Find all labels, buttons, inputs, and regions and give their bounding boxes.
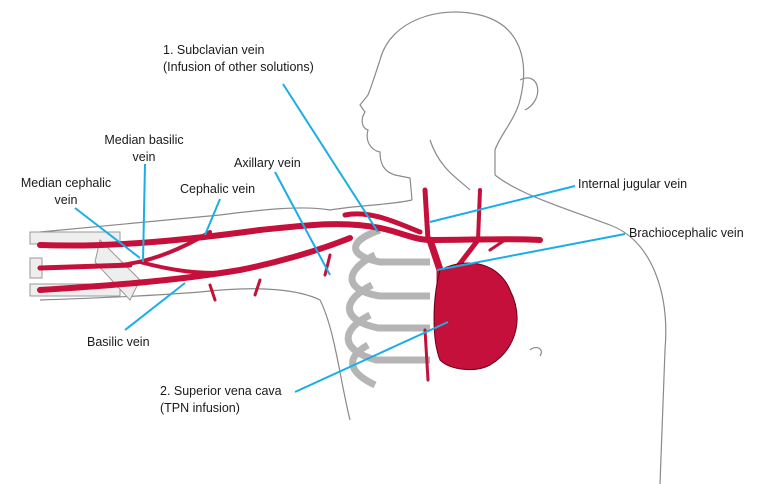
leader-svc xyxy=(294,321,449,393)
label-text: Cephalic vein xyxy=(180,182,256,196)
leader-lines xyxy=(74,83,626,393)
heart xyxy=(433,262,518,371)
label-text: (TPN infusion) xyxy=(160,401,240,415)
label-text: Brachiocephalic vein xyxy=(629,226,744,240)
label-text: Internal jugular vein xyxy=(578,177,688,191)
label-internal-jugular: Internal jugular vein xyxy=(578,176,687,193)
label-text: Basilic vein xyxy=(87,335,150,349)
label-median-basilic: Median basilic vein xyxy=(98,132,190,166)
leader-brachiocephalic xyxy=(436,233,626,271)
label-text: 2. Superior vena cava xyxy=(160,384,282,398)
label-brachiocephalic: Brachiocephalic vein xyxy=(629,225,744,242)
label-subclavian: 1. Subclavian vein (Infusion of other so… xyxy=(163,42,314,76)
leader-basilic xyxy=(124,282,186,331)
label-basilic: Basilic vein xyxy=(87,334,150,351)
body-outline xyxy=(39,11,667,484)
label-text: Axillary vein xyxy=(234,156,301,170)
leader-subclavian xyxy=(282,83,379,233)
label-cephalic: Cephalic vein xyxy=(180,181,255,198)
label-text: (Infusion of other solutions) xyxy=(163,60,314,74)
leader-internal-jugular xyxy=(429,185,576,223)
label-text: Median basilic xyxy=(104,133,184,147)
veins xyxy=(37,187,543,382)
leader-cephalic xyxy=(204,198,221,236)
leader-median-basilic xyxy=(142,163,146,263)
label-axillary: Axillary vein xyxy=(234,155,301,172)
label-text: Median cephalic xyxy=(20,176,112,190)
label-text: vein xyxy=(132,150,156,164)
leader-median-cephalic xyxy=(74,207,141,259)
leader-axillary xyxy=(274,171,331,276)
label-text: vein xyxy=(54,193,78,207)
label-svc: 2. Superior vena cava (TPN infusion) xyxy=(160,383,282,417)
label-text: 1. Subclavian vein xyxy=(163,43,265,57)
label-median-cephalic: Median cephalic vein xyxy=(14,175,118,209)
